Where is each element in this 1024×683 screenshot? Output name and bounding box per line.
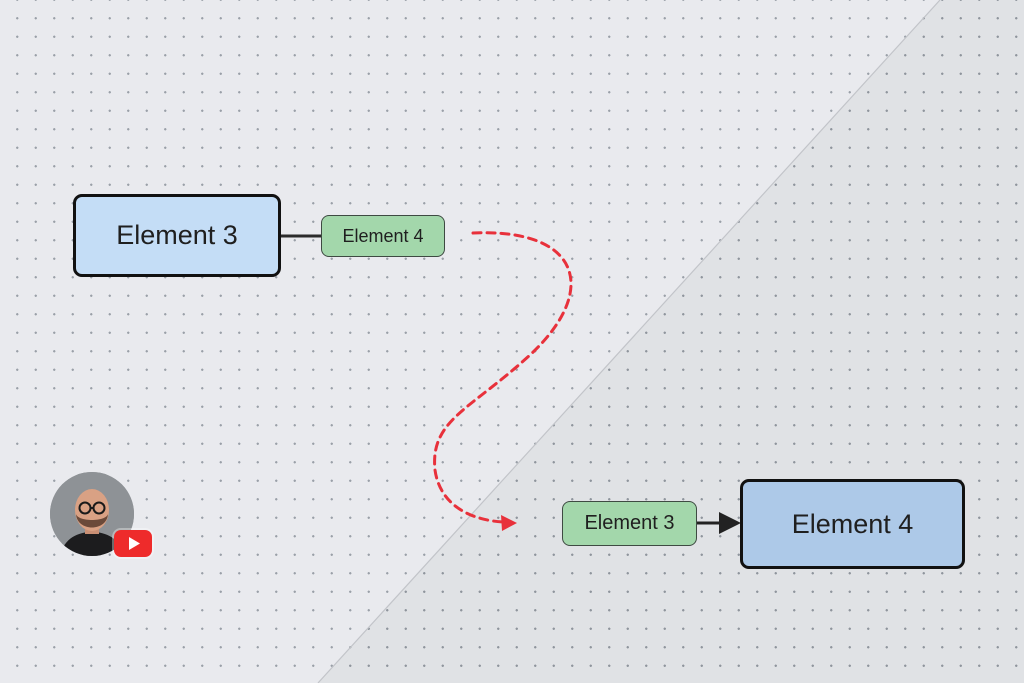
after-connector-arrowhead	[719, 512, 741, 534]
after-element-3-label: Element 3	[584, 512, 675, 534]
youtube-play-triangle	[129, 537, 140, 550]
after-element-4-label: Element 4	[791, 508, 914, 539]
youtube-play-icon[interactable]	[114, 530, 152, 557]
before-element-4-label: Element 4	[342, 225, 424, 246]
transition-arrow-path	[433, 231, 573, 524]
diagonal-divider	[317, 0, 941, 683]
after-element-3-node[interactable]: Element 3	[562, 501, 697, 546]
after-element-4-node[interactable]: Element 4	[740, 479, 965, 569]
before-element-4-node[interactable]: Element 4	[321, 215, 445, 257]
before-element-3-node[interactable]: Element 3	[73, 194, 281, 277]
before-element-3-label: Element 3	[116, 220, 238, 250]
transition-arrow-head	[501, 515, 517, 531]
